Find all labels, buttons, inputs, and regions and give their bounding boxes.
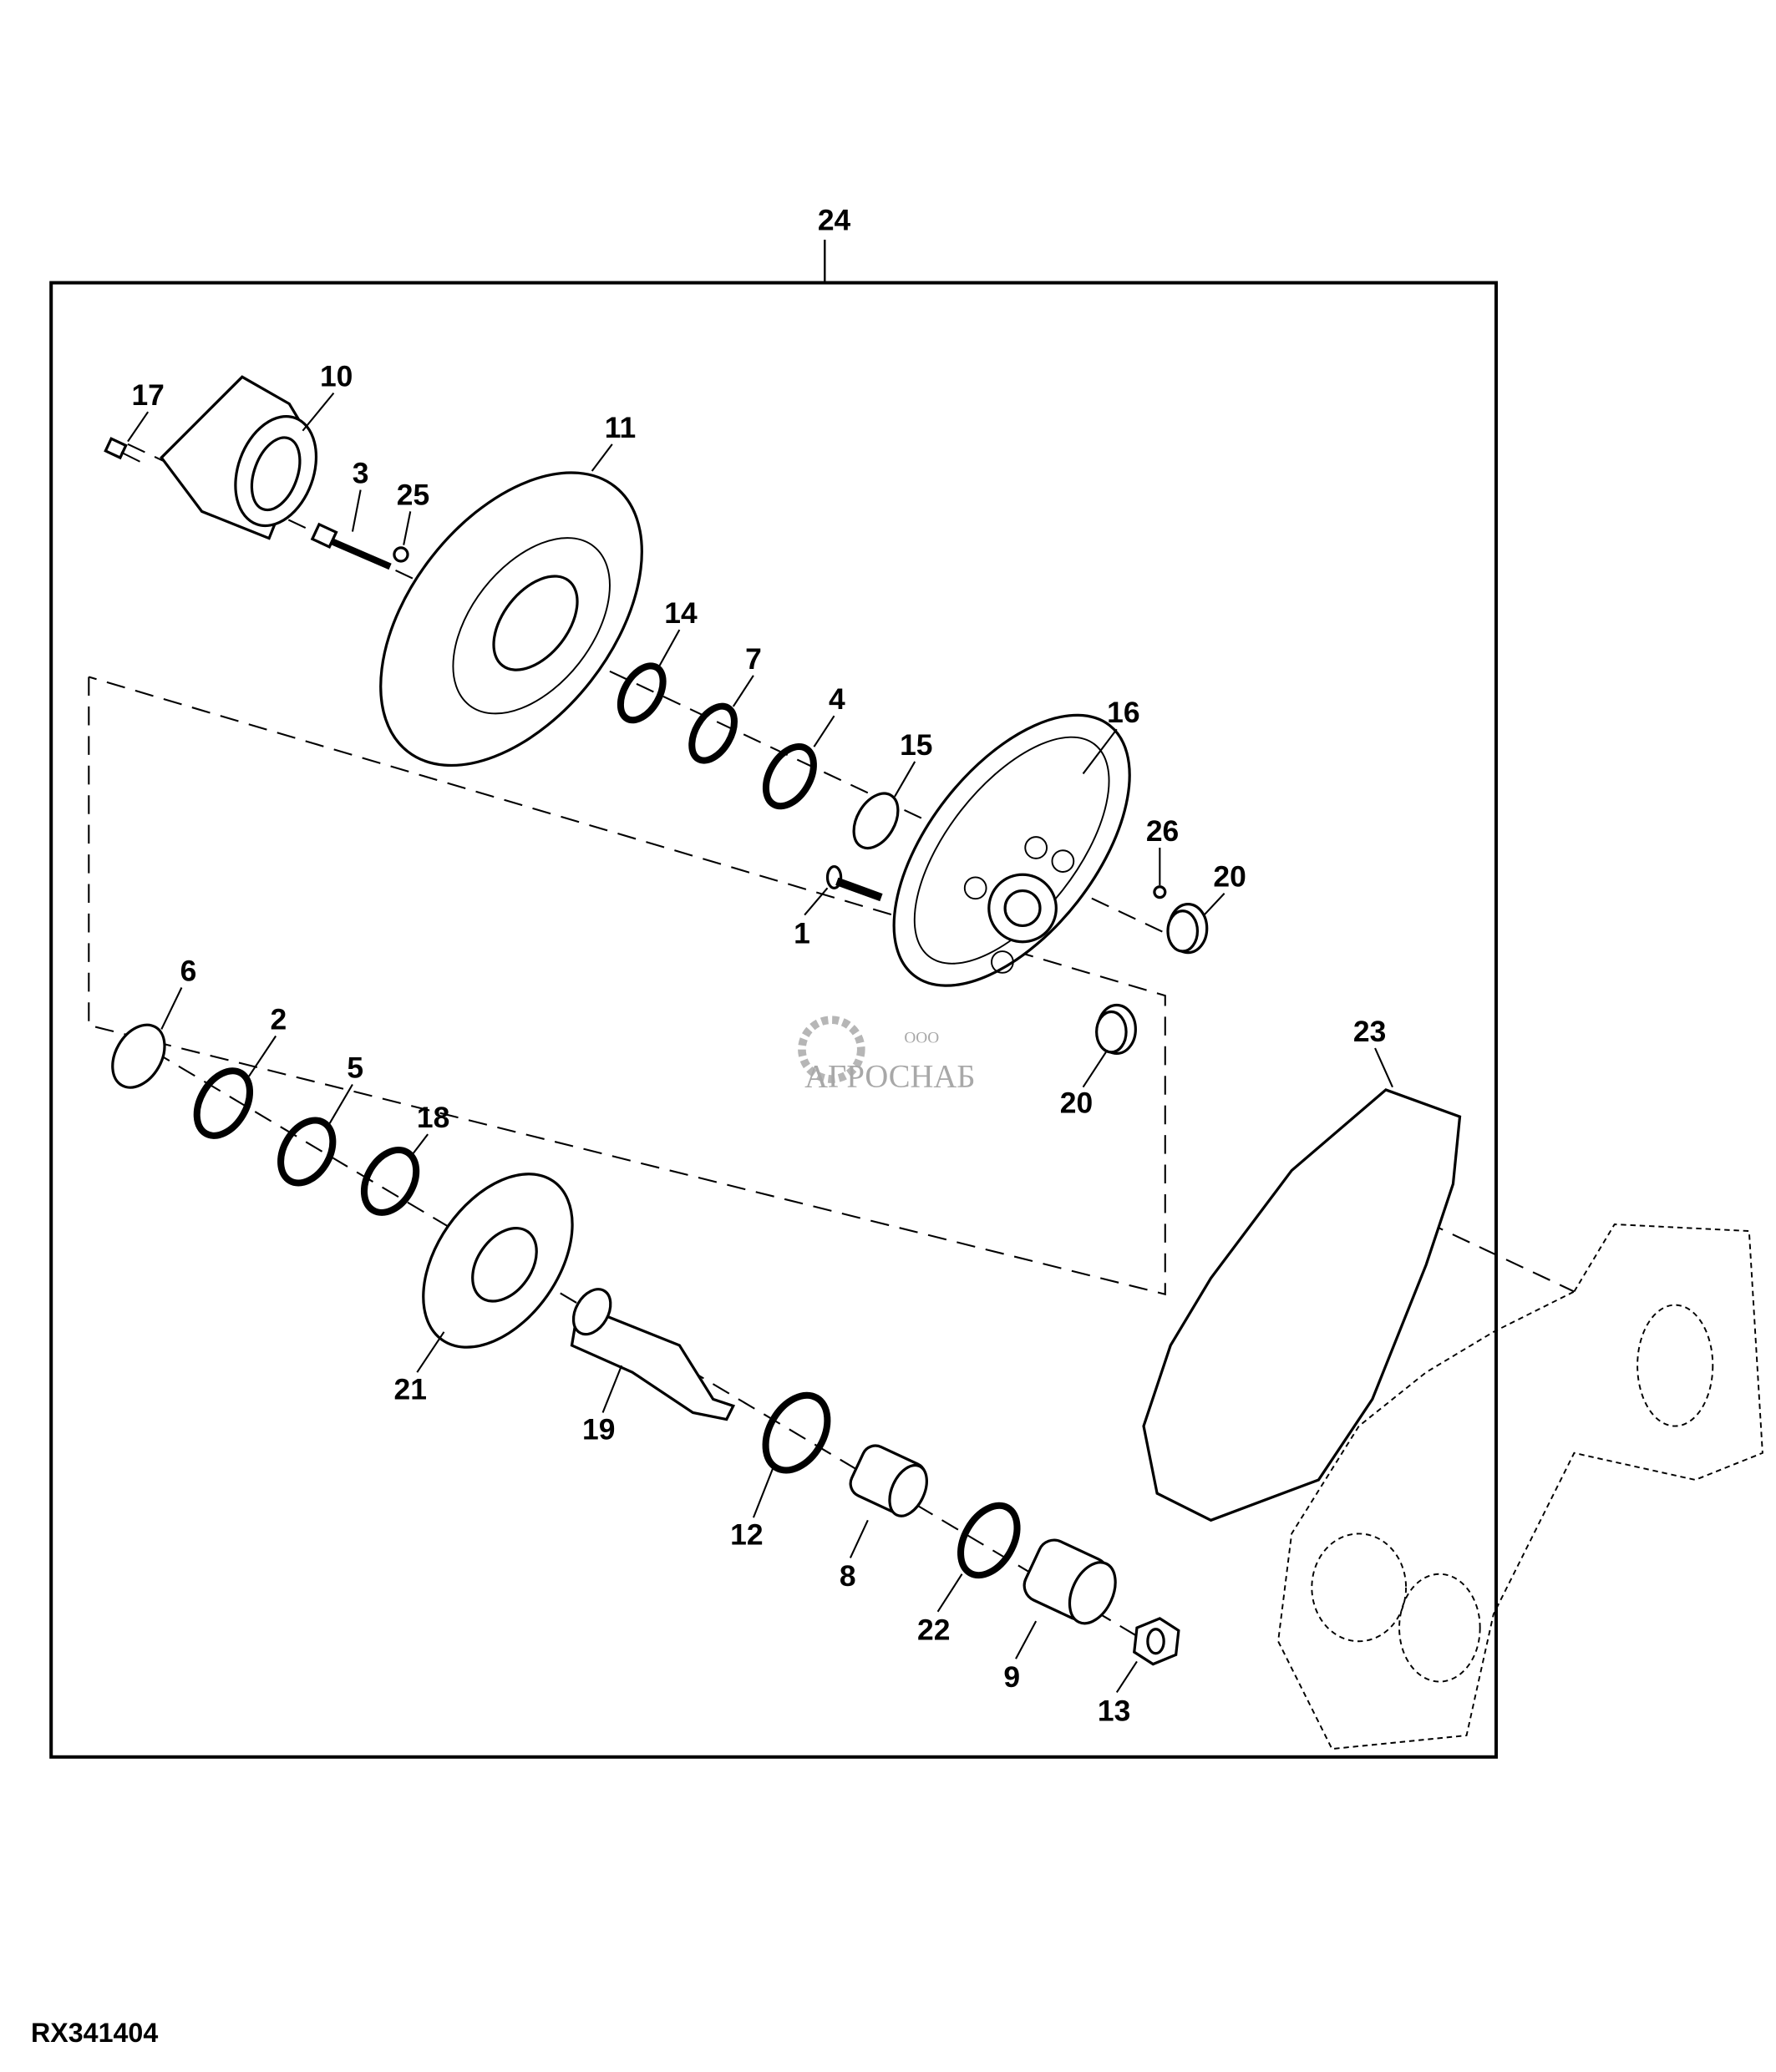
callout-25: 25: [397, 478, 429, 511]
part-16-plate: [892, 713, 1131, 987]
part-21-carrier: [422, 1173, 574, 1349]
part-8-bearing: [849, 1444, 928, 1517]
callout-21: 21: [394, 1372, 427, 1406]
callout-labels: 17 10 11 3 25 14 7 4 15 16 26 20 1 20 6 …: [131, 360, 1386, 1728]
part-2-ring: [193, 1067, 254, 1139]
part-18-ring: [360, 1146, 420, 1216]
part-14-ring: [617, 662, 667, 724]
part-6-bushing: [111, 1023, 166, 1089]
part-17-bolt: [104, 437, 140, 463]
callout-13: 13: [1098, 1694, 1130, 1727]
callout-3: 3: [353, 457, 369, 490]
leader-lines: [127, 392, 1393, 1694]
callout-8: 8: [840, 1559, 856, 1593]
callout-2: 2: [271, 1002, 287, 1036]
part-11-disc: [379, 471, 643, 768]
part-15-bushing: [852, 792, 900, 850]
part-7-ring: [688, 702, 738, 764]
callout-19: 19: [582, 1413, 615, 1446]
callout-18: 18: [417, 1101, 449, 1134]
part-26-nut: [1153, 885, 1167, 899]
part-5-ring: [277, 1117, 337, 1187]
part-1-pin: [825, 864, 883, 902]
watermark-logo: АГРОСНАБ ООО: [780, 995, 1023, 1104]
transmission-housing-ghost: [1277, 1223, 1763, 1750]
part-9-collar: [1022, 1538, 1117, 1625]
part-22-snap-ring: [957, 1502, 1021, 1579]
callout-23: 23: [1353, 1015, 1386, 1048]
part-25-nut: [393, 546, 409, 563]
callout-9: 9: [1003, 1660, 1020, 1694]
svg-text:АГРОСНАБ: АГРОСНАБ: [804, 1060, 975, 1095]
callout-20-lower: 20: [1060, 1086, 1093, 1119]
callout-12: 12: [730, 1517, 763, 1551]
callout-15: 15: [900, 728, 932, 762]
callout-4: 4: [829, 682, 845, 716]
callout-10: 10: [320, 360, 353, 393]
svg-text:ООО: ООО: [904, 1030, 939, 1047]
callout-14: 14: [664, 596, 698, 630]
drawing-code: RX341404: [31, 2018, 158, 2048]
callout-5: 5: [347, 1051, 363, 1084]
part-23-gasket: [1142, 1088, 1462, 1522]
assembly-frame: [49, 281, 1499, 1759]
callout-20-upper: 20: [1213, 860, 1246, 894]
part-13-nut: [1133, 1617, 1180, 1666]
callout-22: 22: [917, 1614, 950, 1647]
part-19-shaft: [570, 1288, 736, 1421]
callout-1: 1: [794, 916, 810, 950]
part-12-snap-ring: [762, 1391, 831, 1474]
callout-17: 17: [131, 378, 164, 412]
callout-7: 7: [745, 642, 762, 676]
callout-26: 26: [1146, 814, 1179, 848]
part-3-bolt: [310, 522, 392, 570]
subassembly-dashed-outline: [88, 676, 1166, 1296]
callout-6: 6: [180, 954, 197, 987]
callout-24: 24: [818, 204, 851, 237]
part-10-flange: [160, 375, 318, 540]
callout-11: 11: [605, 411, 636, 444]
part-4-ring: [762, 743, 817, 810]
callout-16: 16: [1107, 696, 1139, 729]
part-20-spring-upper: [1166, 903, 1209, 955]
part-20-spring-lower: [1095, 1003, 1137, 1056]
